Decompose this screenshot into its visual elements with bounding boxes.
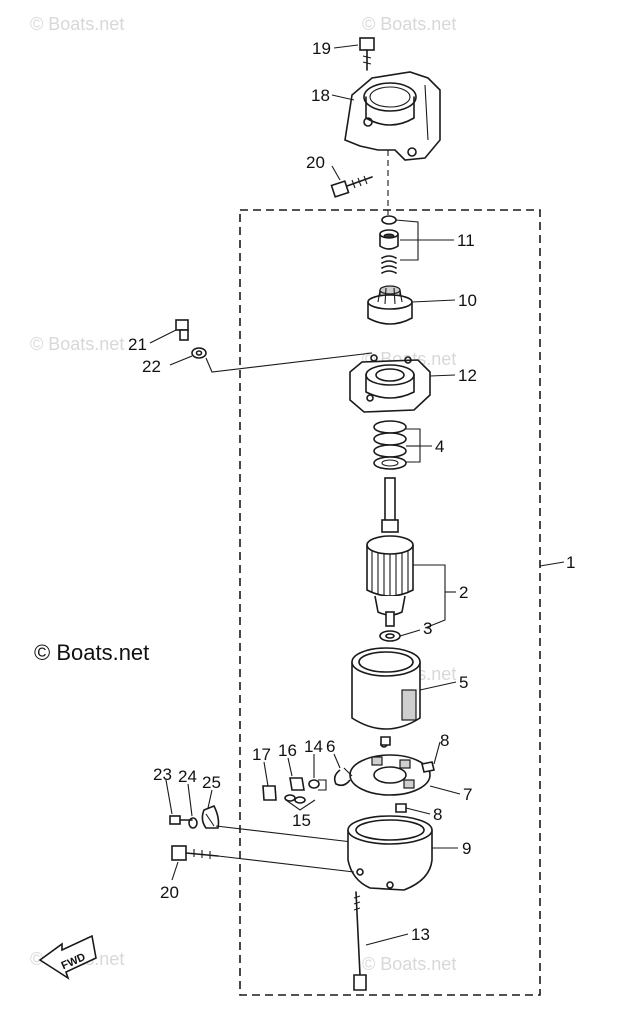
leader-25-to-9 (215, 825, 353, 843)
callout-10: 10 (458, 291, 477, 310)
leader-20-to-9 (217, 855, 355, 873)
callout-20-bottom: 20 (160, 883, 179, 902)
callout-1: 1 (566, 553, 575, 572)
callout-4: 4 (435, 437, 444, 456)
copyright-text: © Boats.net (34, 640, 149, 665)
callout-7: 7 (463, 785, 472, 804)
callout-21: 21 (128, 335, 147, 354)
callout-16: 16 (278, 741, 297, 760)
watermark-2: © Boats.net (362, 14, 456, 34)
callout-25: 25 (202, 773, 221, 792)
callout-11: 11 (457, 231, 475, 250)
callout-22: 22 (142, 357, 161, 376)
assembly-boundary (239, 209, 541, 996)
fwd-arrow: FWD (38, 934, 97, 980)
callout-19: 19 (312, 39, 331, 58)
callout-24: 24 (178, 767, 197, 786)
callout-8-upper: 8 (440, 731, 449, 750)
watermark-7: © Boats.net (362, 954, 456, 974)
callout-9: 9 (462, 839, 471, 858)
part-8-screw-lower (395, 803, 407, 813)
leader-22-to-12 (205, 352, 373, 373)
callout-2: 2 (459, 583, 468, 602)
part-3-washer-hole (385, 633, 395, 639)
part-12-front-cover (349, 354, 431, 413)
part-2-armature (366, 477, 414, 627)
part-7-brush-holder (349, 740, 431, 796)
watermark-1: © Boats.net (30, 14, 124, 34)
callout-23: 23 (153, 765, 172, 784)
part-3-washer (379, 630, 401, 642)
callout-3: 3 (423, 619, 432, 638)
bracket-15 (285, 799, 316, 811)
part-11-stopper-set (379, 215, 399, 274)
part-16-nut (284, 777, 306, 804)
callout-6: 6 (326, 737, 335, 756)
part-17-nut (262, 785, 277, 801)
part-9-rear-cover (347, 815, 433, 891)
part-20-bolt-bottom (171, 845, 219, 861)
watermark-3: © Boats.net (30, 334, 124, 354)
callout-12: 12 (458, 366, 477, 385)
callout-14: 14 (304, 737, 323, 756)
part-22-washer (191, 347, 207, 359)
part-21-screw (175, 319, 189, 341)
part-19-bolt (359, 37, 375, 71)
callout-17: 17 (252, 745, 271, 764)
part-10-pinion (367, 285, 413, 325)
part-6-terminal (333, 767, 353, 787)
part-13-through-bolt (353, 891, 367, 991)
part-5-yoke (351, 647, 421, 730)
part-14-spring (308, 779, 327, 791)
part-8-screw-upper (380, 736, 435, 773)
part-4-washer-set (373, 420, 407, 470)
callout-20-top: 20 (306, 153, 325, 172)
part-20-bolt-top (330, 175, 373, 198)
callout-15: 15 (292, 811, 311, 830)
callout-8-lower: 8 (433, 805, 442, 824)
part-24-washer (188, 817, 198, 829)
callout-13: 13 (411, 925, 430, 944)
callout-18: 18 (311, 86, 330, 105)
part-18-bracket (344, 71, 441, 161)
leader-lines (149, 44, 565, 946)
callout-labels: 1 2 3 4 5 6 7 8 8 9 10 11 12 13 14 15 16… (128, 39, 575, 944)
part-25-terminal (201, 804, 220, 829)
callout-5: 5 (459, 673, 468, 692)
